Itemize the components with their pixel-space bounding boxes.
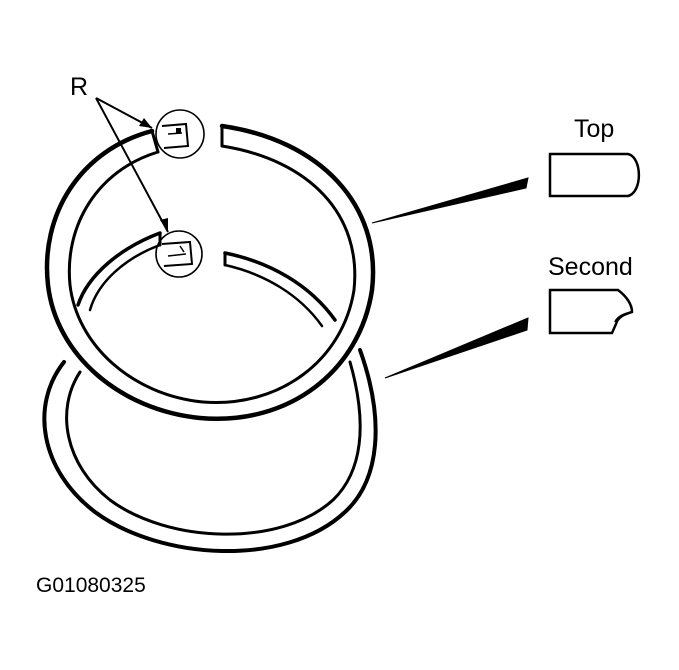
second-ring-cross-section bbox=[384, 288, 634, 379]
top-ring-label: Top bbox=[574, 115, 614, 143]
top-ring-cross-section bbox=[371, 152, 641, 224]
r-mark-label: R bbox=[70, 73, 88, 101]
figure-code: G01080325 bbox=[36, 574, 146, 597]
r-mark-callout-top bbox=[155, 109, 205, 159]
second-ring-label: Second bbox=[548, 253, 633, 281]
top-ring bbox=[44, 123, 376, 422]
r-mark-callout-second bbox=[155, 230, 203, 278]
r-leader-lines bbox=[95, 97, 169, 233]
second-ring bbox=[42, 231, 378, 554]
